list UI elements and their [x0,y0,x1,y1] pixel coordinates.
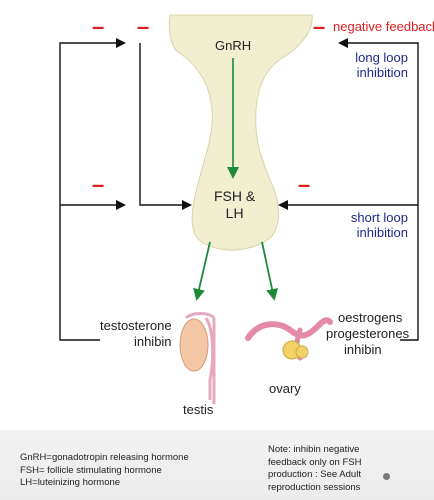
minus-sign-4: – [92,172,105,197]
short-loop-label: short loop inhibition [351,210,408,240]
testosterone-line-2: inhibin [133,334,172,349]
note-line-3: production : See Adult [268,469,361,480]
definitions-block: GnRH=gonadotropin releasing hormone FSH=… [20,452,189,490]
arrow-to-testis [193,241,211,301]
testis-label: testis [183,402,214,417]
testosterone-line-1: testosterone [100,318,172,333]
fsh-lh-label: FSH & LH [214,188,255,222]
oestrogens-line-3: inhibin [344,342,382,357]
oestrogens-label: oestrogens progesterones inhibin [326,310,409,358]
oestrogens-line-1: oestrogens [338,310,403,325]
minus-sign-3: – [313,14,326,39]
definition-lh: LH=luteinizing hormone [20,477,121,488]
note-line-1: Note: inhibin negative [268,444,360,455]
note-line-4: reproduction sessions [268,481,361,493]
note-line-2: feedback only on FSH [268,456,362,468]
minus-sign-5: – [298,172,311,197]
long-loop-label: long loop inhibition [355,50,408,80]
fsh-lh-line-2: LH [225,205,244,221]
long-loop-line-2: inhibition [356,65,408,80]
footer-panel: GnRH=gonadotropin releasing hormone FSH=… [0,430,434,500]
definition-gnrh: GnRH=gonadotropin releasing hormone [20,452,189,463]
ovary-illustration [245,317,333,361]
left-long-loop-line [59,38,126,341]
pituitary-gland-shape [168,14,313,251]
short-loop-line-1: short loop [350,210,408,225]
definition-fsh: FSH= follicle stimulating hormone [20,464,162,476]
minus-sign-2: – [137,14,150,39]
oestrogens-line-2: progesterones [326,326,410,341]
arrow-to-ovary [261,241,278,301]
right-long-loop-line [338,38,419,341]
note-block: Note: inhibin negative feedback only on … [268,444,361,494]
minus-sign-1: – [92,14,105,39]
short-loop-line-2: inhibition [356,225,408,240]
ovary-label: ovary [269,381,301,396]
long-loop-line-1: long loop [355,50,408,65]
left-inner-branch [139,43,192,210]
testosterone-label: testosterone inhibin [100,318,172,350]
testis-illustration [179,312,216,404]
fsh-lh-line-1: FSH & [214,188,256,204]
footer-dot-icon [383,473,390,480]
negative-feedback-label: negative feedback [333,19,434,34]
gnrh-label: GnRH [215,38,252,53]
